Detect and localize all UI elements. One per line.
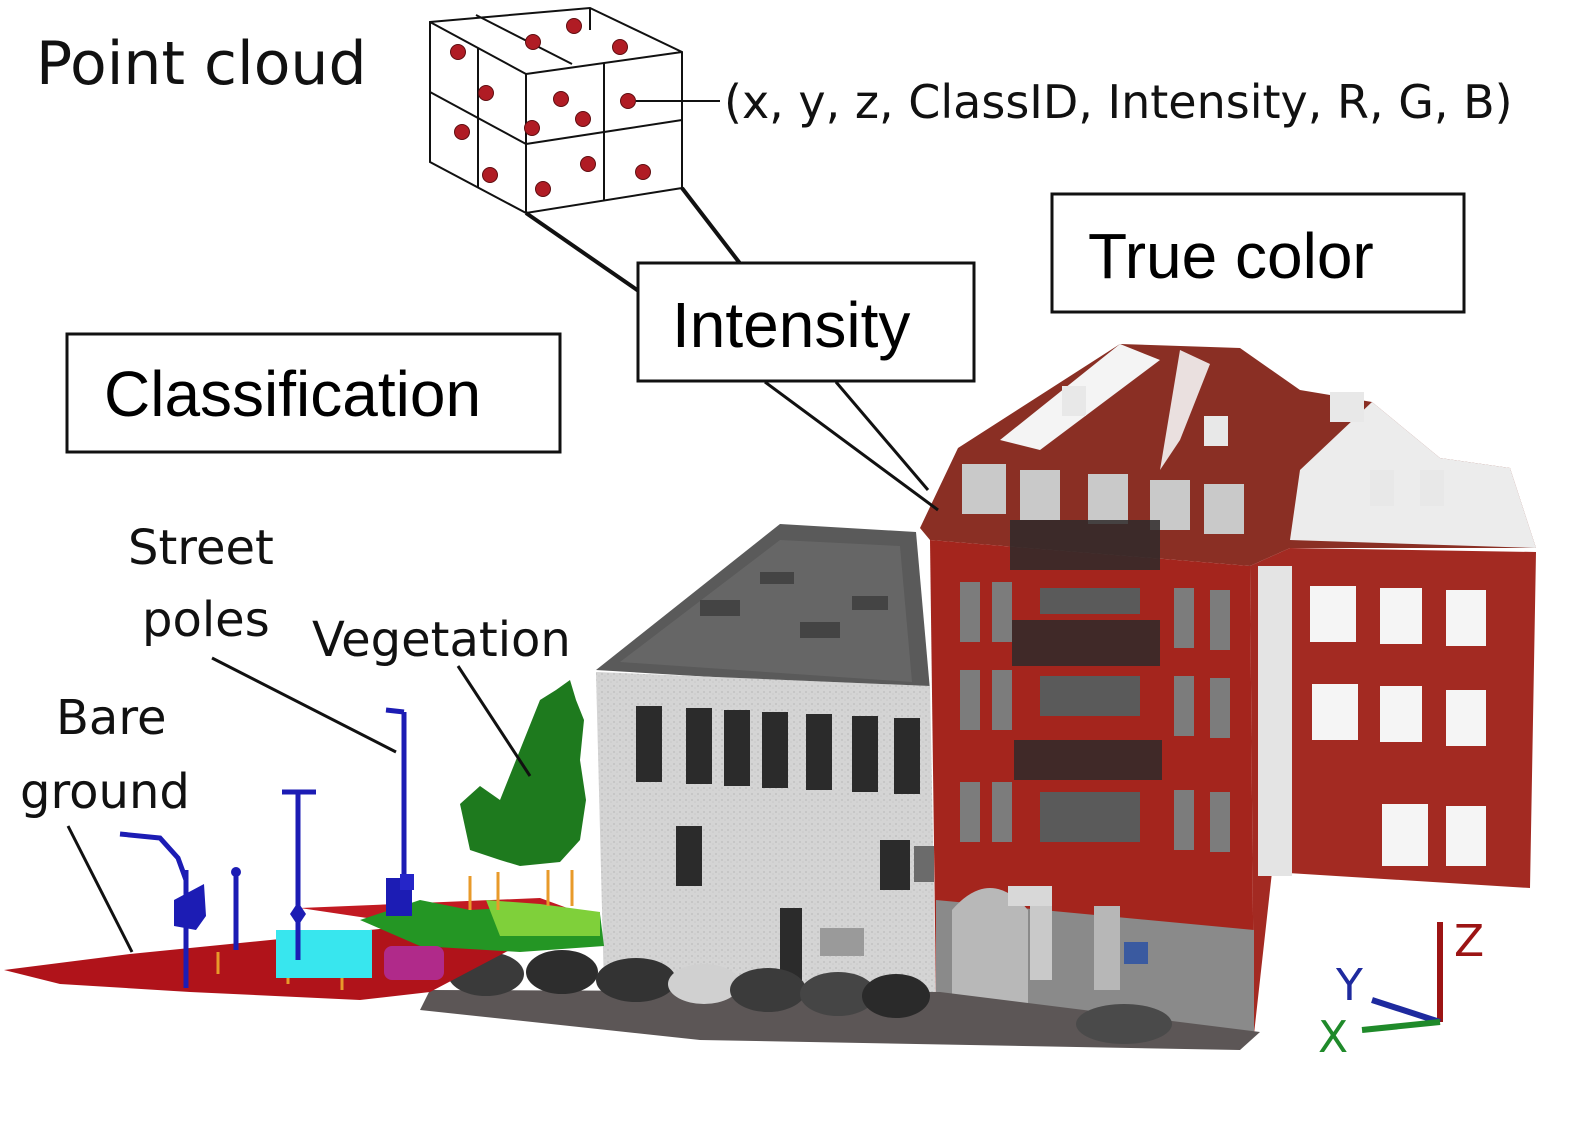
vegetation-label: Vegetation xyxy=(312,612,571,668)
bare-ground-label-line2: ground xyxy=(20,764,190,820)
classification-label: Classification xyxy=(104,358,481,430)
classified-points xyxy=(4,680,604,1000)
class-leader-lines xyxy=(66,380,939,953)
street-poles-label-line2: poles xyxy=(142,592,270,648)
true-color-label: True color xyxy=(1088,220,1374,292)
true-color-box: True color xyxy=(1050,192,1466,314)
axis-z-label: Z xyxy=(1454,916,1484,967)
axis-x-label: X xyxy=(1318,1012,1348,1063)
axis-y-label: Y xyxy=(1335,960,1363,1011)
point-cloud-label: Point cloud xyxy=(36,29,367,99)
attribute-tuple-label: (x, y, z, ClassID, Intensity, R, G, B) xyxy=(724,75,1513,129)
intensity-label: Intensity xyxy=(672,289,910,361)
street-poles-label-line1: Street xyxy=(128,520,274,576)
building-scene xyxy=(420,344,1536,1050)
bare-ground-label-line1: Bare xyxy=(56,690,167,746)
parked-cars xyxy=(448,950,1172,1044)
classification-box: Classification xyxy=(65,332,562,454)
axes-icon: Z Y X xyxy=(1318,916,1484,1063)
point-cloud-cube xyxy=(429,6,744,294)
intensity-box: Intensity xyxy=(636,261,976,383)
